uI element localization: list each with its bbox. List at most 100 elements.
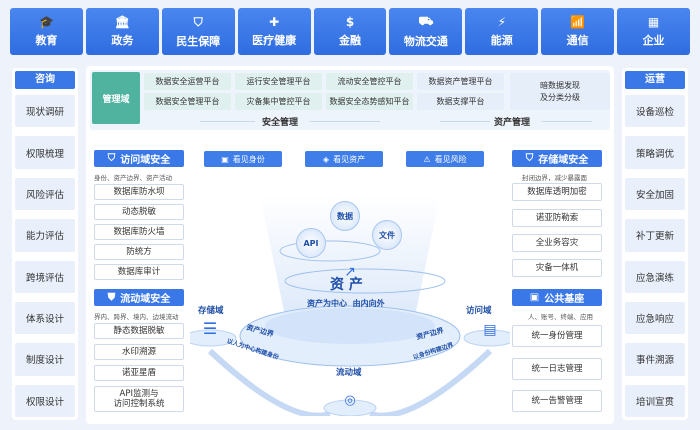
public-sub: 人、账号、终端、应用 — [528, 313, 593, 321]
consulting-item[interactable]: 能力评估 — [15, 219, 75, 252]
tab-telecom[interactable]: 📶通信 — [541, 8, 615, 55]
money-bag-icon: $ — [345, 15, 355, 29]
public-item[interactable]: 统一身份管理 — [512, 325, 602, 347]
consulting-item[interactable]: 权限梳理 — [15, 136, 75, 169]
tab-education[interactable]: 🎓教育 — [10, 8, 83, 55]
flow-item[interactable]: 水印溯源 — [94, 344, 184, 360]
cube-icon: ◈ — [322, 154, 330, 164]
consulting-header: 咨询 — [15, 71, 75, 89]
platform[interactable]: 数据安全态势感知平台 — [326, 93, 413, 110]
platform[interactable]: 数据资产管理平台 — [417, 73, 504, 90]
storage-sub: 封闭边界，减少暴露面 — [522, 174, 587, 182]
shield-icon: ⛉ — [525, 153, 534, 164]
storage-item[interactable]: 灾备一体机 — [512, 259, 602, 277]
platform[interactable]: 流动安全管控平台 — [326, 73, 413, 90]
graduation-icon: 🎓 — [38, 15, 54, 29]
building-icon: ▦ — [647, 15, 660, 29]
main-panel: 管理域 数据安全运营平台 运行安全管理平台 流动安全管控平台 数据安全管理平台 … — [86, 66, 614, 424]
trend-chart-icon: ↗ — [344, 264, 356, 280]
access-item[interactable]: 数据库防水坝 — [94, 184, 184, 200]
access-item[interactable]: 动态脱敏 — [94, 204, 184, 220]
operation-header: 运营 — [625, 71, 685, 89]
flow-item[interactable]: API监测与 访问控制系统 — [94, 386, 184, 412]
signal-icon: 📶 — [570, 15, 586, 29]
data-node: 数据 — [330, 201, 360, 231]
asset-slogan: 资产为中心 由内向外 — [307, 299, 385, 308]
access-item[interactable]: 防统方 — [94, 244, 184, 260]
security-management-label: 安全管理 — [262, 118, 299, 128]
see-identity-button[interactable]: ▣看见身份 — [204, 151, 282, 167]
tab-energy[interactable]: ⚡能源 — [465, 8, 539, 55]
flow-domain-header: ⛊流动域安全 — [94, 289, 184, 306]
warning-icon: ⚠ — [423, 154, 431, 164]
platform[interactable]: 数据安全管理平台 — [144, 93, 231, 110]
operation-item[interactable]: 事件溯源 — [625, 343, 685, 376]
shield-icon: ⛊ — [107, 292, 116, 303]
tab-finance[interactable]: $金融 — [313, 8, 387, 55]
storage-item[interactable]: 全业务容灾 — [512, 234, 602, 252]
platform[interactable]: 运行安全管理平台 — [235, 73, 322, 90]
consulting-item[interactable]: 现状调研 — [15, 95, 75, 128]
operation-item[interactable]: 策略调优 — [625, 136, 685, 169]
api-node: API — [296, 228, 326, 258]
document-icon: ▤ — [483, 322, 496, 338]
asset-title: 资 产 — [330, 277, 363, 293]
medical-icon: ✚ — [269, 15, 280, 29]
industry-tabs: 🎓教育 🏛政务 ⛉民生保障 ✚医疗健康 $金融 ⛟物流交通 ⚡能源 📶通信 ▦企… — [10, 8, 691, 55]
right-arrow — [369, 348, 493, 416]
asset-management-label: 资产管理 — [494, 118, 531, 128]
platform[interactable]: 数据支撑平台 — [417, 93, 504, 110]
operation-item[interactable]: 应急演练 — [625, 260, 685, 293]
energy-icon: ⚡ — [497, 15, 506, 29]
operation-item[interactable]: 安全加固 — [625, 177, 685, 211]
tab-medical[interactable]: ✚医疗健康 — [237, 8, 311, 55]
id-card-icon: ▣ — [221, 154, 229, 164]
access-item[interactable]: 数据库防火墙 — [94, 224, 184, 240]
file-node: 文件 — [372, 220, 402, 250]
government-icon: 🏛 — [114, 15, 130, 29]
consulting-item[interactable]: 制度设计 — [15, 343, 75, 376]
storage-item[interactable]: 数据库透明加密 — [512, 183, 602, 201]
tab-logistics[interactable]: ⛟物流交通 — [389, 8, 463, 55]
access-domain-label: 访问域 — [466, 306, 492, 316]
platform[interactable]: 数据安全运营平台 — [144, 73, 231, 90]
shield-icon: ⛉ — [107, 153, 116, 164]
platform[interactable]: 灾备集中管控平台 — [235, 93, 322, 110]
operation-item[interactable]: 补丁更新 — [625, 219, 685, 252]
flow-domain-label: 流动域 — [336, 368, 362, 378]
consulting-item[interactable]: 体系设计 — [15, 301, 75, 335]
flow-sub: 界内、跨界、境内、边境流动 — [94, 313, 179, 321]
public-base-header: ▣公共基座 — [512, 289, 602, 306]
consulting-item[interactable]: 风险评估 — [15, 177, 75, 211]
public-item[interactable]: 统一告警管理 — [512, 390, 602, 412]
storage-item[interactable]: 诺亚防勒索 — [512, 209, 602, 227]
operation-item[interactable]: 培训宣贯 — [625, 384, 685, 417]
storage-domain-header: ⛉存储域安全 — [512, 150, 602, 167]
dark-data-discovery[interactable]: 暗数据发现 及分类分级 — [510, 73, 610, 110]
operation-item[interactable]: 设备巡检 — [625, 95, 685, 128]
flow-item[interactable]: 诺亚星盾 — [94, 365, 184, 381]
access-item[interactable]: 数据库审计 — [94, 264, 184, 280]
tab-government[interactable]: 🏛政务 — [85, 8, 159, 55]
access-domain-header: ⛉访问域安全 — [94, 150, 184, 167]
tab-livelihood[interactable]: ⛉民生保障 — [161, 8, 235, 55]
consulting-item[interactable]: 权限设计 — [15, 384, 75, 417]
shield-icon: ⛉ — [193, 14, 203, 29]
operation-column: 运营 设备巡检 策略调优 安全加固 补丁更新 应急演练 应急响应 事件溯源 培训… — [622, 68, 688, 420]
operation-item[interactable]: 应急响应 — [625, 301, 685, 335]
truck-icon: ⛟ — [418, 14, 434, 28]
consulting-item[interactable]: 跨境评估 — [15, 260, 75, 293]
sync-icon: ◎ — [344, 393, 355, 408]
database-icon: ☰ — [203, 319, 217, 338]
access-sub: 身份、资产边界、资产活动 — [94, 174, 172, 182]
see-assets-button[interactable]: ◈看见资产 — [305, 151, 383, 167]
see-risk-button[interactable]: ⚠看见风险 — [406, 151, 484, 167]
tab-enterprise[interactable]: ▦企业 — [617, 8, 691, 55]
flow-item[interactable]: 静态数据脱敏 — [94, 323, 184, 339]
public-item[interactable]: 统一日志管理 — [512, 358, 602, 380]
consulting-column: 咨询 现状调研 权限梳理 风险评估 能力评估 跨境评估 体系设计 制度设计 权限… — [12, 68, 78, 420]
management-domain: 管理域 数据安全运营平台 运行安全管理平台 流动安全管控平台 数据安全管理平台 … — [90, 70, 610, 130]
left-arrow — [207, 348, 331, 416]
management-label: 管理域 — [92, 72, 140, 124]
storage-domain-label: 存储域 — [198, 306, 224, 316]
